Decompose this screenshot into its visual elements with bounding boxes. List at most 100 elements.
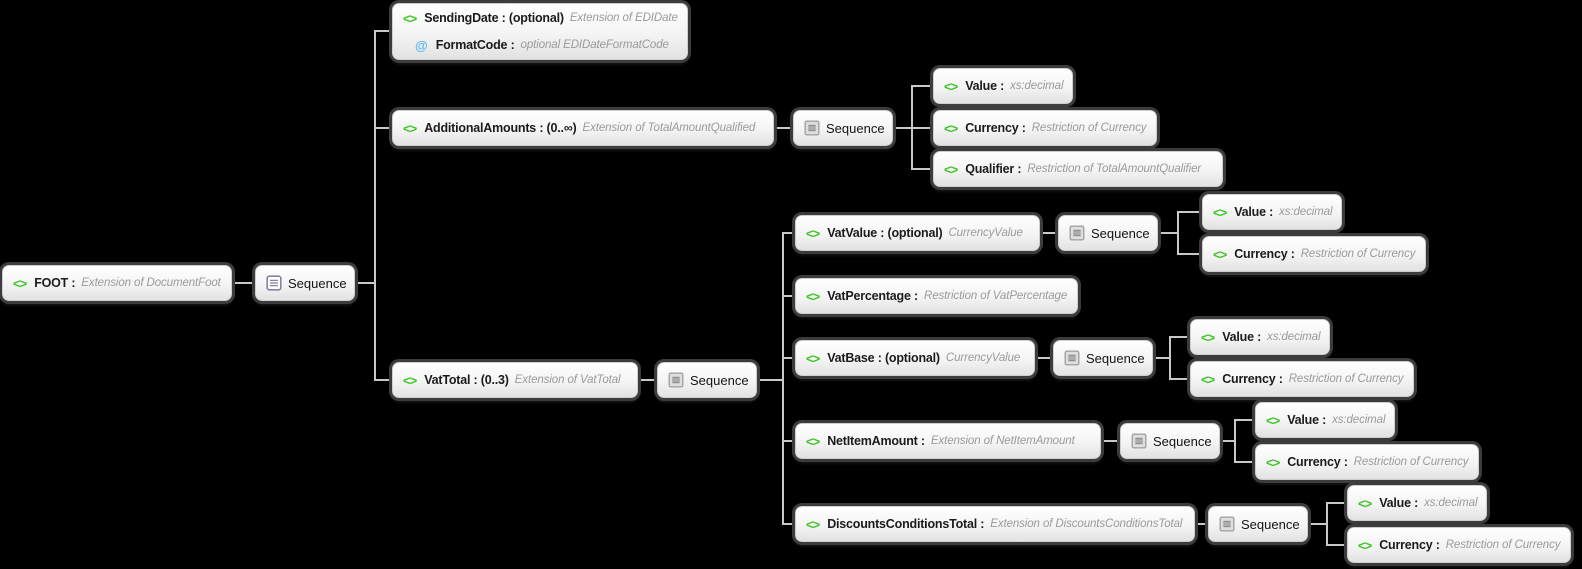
node-additional-amounts-qualifier[interactable]: <> Qualifier : Restriction of TotalAmoun…	[933, 151, 1223, 187]
connector-line	[1040, 232, 1058, 234]
node-label: Sequence	[1241, 516, 1300, 532]
node-type: Restriction of Currency	[1300, 248, 1416, 260]
connector-line	[782, 523, 795, 525]
node-sequence-root[interactable]: Sequence	[255, 265, 355, 301]
node-sequence-additional-amounts[interactable]: Sequence	[793, 110, 893, 146]
connector-line	[911, 85, 933, 87]
node-sequence-vat-base[interactable]: Sequence	[1053, 340, 1153, 376]
connector-line	[374, 127, 392, 129]
node-type: xs:decimal	[1279, 206, 1333, 218]
node-label: Value :	[1379, 496, 1419, 510]
node-vat-value-currency[interactable]: <> Currency : Restriction of Currency	[1202, 236, 1426, 272]
connector-line	[1234, 419, 1255, 421]
sequence-icon	[1069, 225, 1085, 241]
sequence-icon	[266, 275, 282, 291]
node-label: Sequence	[1153, 433, 1212, 449]
node-label: VatPercentage :	[827, 289, 918, 303]
element-icon: <>	[944, 161, 958, 177]
element-icon: <>	[1358, 537, 1372, 553]
node-sending-date[interactable]: <> SendingDate : (optional) Extension of…	[392, 3, 688, 60]
node-sequence-vat-value[interactable]: Sequence	[1058, 215, 1158, 251]
node-type: Extension of EDIDate	[569, 12, 678, 24]
node-additional-amounts-value[interactable]: <> Value : xs:decimal	[933, 68, 1073, 104]
node-net-item-amount[interactable]: <> NetItemAmount : Extension of NetItemA…	[795, 423, 1101, 459]
node-sequence-net-item-amount[interactable]: Sequence	[1120, 423, 1220, 459]
node-label: Currency :	[1222, 372, 1283, 386]
node-label: Currency :	[1234, 247, 1295, 261]
connector-line	[1177, 253, 1202, 255]
node-type: optional EDIDateFormatCode	[520, 39, 669, 51]
connector-line	[782, 232, 784, 525]
sequence-icon	[668, 372, 684, 388]
node-label: Value :	[965, 79, 1005, 93]
connector-line	[1195, 523, 1208, 525]
node-type: Extension of TotalAmountQualified	[582, 122, 756, 134]
connector-line	[782, 295, 795, 297]
node-label: Sequence	[1086, 350, 1145, 366]
element-icon: <>	[1358, 495, 1372, 511]
connector-line	[1177, 211, 1202, 213]
node-vat-base[interactable]: <> VatBase : (optional) CurrencyValue	[795, 340, 1035, 376]
connector-line	[374, 30, 392, 32]
node-type: CurrencyValue	[948, 227, 1023, 239]
connector-line	[1234, 419, 1236, 463]
node-type: xs:decimal	[1424, 497, 1478, 509]
element-icon: <>	[806, 350, 820, 366]
element-icon: <>	[1213, 246, 1227, 262]
connector-line	[1326, 502, 1347, 504]
node-discounts-conditions-total[interactable]: <> DiscountsConditionsTotal : Extension …	[795, 506, 1195, 542]
element-icon: <>	[403, 120, 417, 136]
connector-line	[757, 379, 784, 381]
node-vat-percentage[interactable]: <> VatPercentage : Restriction of VatPer…	[795, 278, 1078, 314]
sequence-icon	[1131, 433, 1147, 449]
node-vat-base-currency[interactable]: <> Currency : Restriction of Currency	[1190, 361, 1414, 397]
node-sequence-vat-total[interactable]: Sequence	[657, 362, 757, 398]
node-label: VatBase : (optional)	[827, 351, 940, 365]
attribute-row[interactable]: @ FormatCode : optional EDIDateFormatCod…	[399, 32, 681, 58]
node-vat-value[interactable]: <> VatValue : (optional) CurrencyValue	[795, 215, 1040, 251]
node-sequence-discounts-conditions-total[interactable]: Sequence	[1208, 506, 1308, 542]
node-discounts-conditions-total-value[interactable]: <> Value : xs:decimal	[1347, 485, 1487, 521]
node-additional-amounts-currency[interactable]: <> Currency : Restriction of Currency	[933, 110, 1157, 146]
node-label: Sequence	[1091, 225, 1150, 241]
node-vat-total[interactable]: <> VatTotal : (0..3) Extension of VatTot…	[392, 362, 638, 398]
connector-line	[374, 379, 392, 381]
node-type: Restriction of TotalAmountQualifier	[1027, 163, 1202, 175]
node-type: Restriction of Currency	[1031, 122, 1147, 134]
connector-line	[1153, 357, 1171, 359]
element-icon: <>	[1266, 412, 1280, 428]
node-discounts-conditions-total-currency[interactable]: <> Currency : Restriction of Currency	[1347, 527, 1571, 563]
connector-line	[893, 127, 933, 129]
node-net-item-amount-value[interactable]: <> Value : xs:decimal	[1255, 402, 1395, 438]
node-vat-base-value[interactable]: <> Value : xs:decimal	[1190, 319, 1330, 355]
connector-line	[782, 357, 795, 359]
node-type: xs:decimal	[1267, 331, 1321, 343]
sequence-icon	[1219, 516, 1235, 532]
element-icon: <>	[944, 120, 958, 136]
connector-line	[1326, 502, 1328, 546]
node-label: Qualifier :	[965, 162, 1022, 176]
attribute-icon: @	[415, 37, 428, 53]
node-vat-value-value[interactable]: <> Value : xs:decimal	[1202, 194, 1342, 230]
node-net-item-amount-currency[interactable]: <> Currency : Restriction of Currency	[1255, 444, 1479, 480]
node-label: Currency :	[1379, 538, 1440, 552]
node-label: Value :	[1287, 413, 1327, 427]
node-additional-amounts[interactable]: <> AdditionalAmounts : (0..∞) Extension …	[392, 110, 774, 146]
connector-line	[1169, 336, 1171, 380]
node-label: FormatCode :	[435, 38, 515, 52]
sequence-icon	[1064, 350, 1080, 366]
node-label: VatValue : (optional)	[827, 226, 943, 240]
connector-line	[230, 282, 255, 284]
connector-line	[1234, 461, 1255, 463]
node-label: Value :	[1234, 205, 1274, 219]
node-type: xs:decimal	[1010, 80, 1064, 92]
connector-line	[1169, 336, 1190, 338]
node-label: DiscountsConditionsTotal :	[827, 517, 985, 531]
node-type: CurrencyValue	[945, 352, 1021, 364]
node-label: Currency :	[1287, 455, 1348, 469]
sequence-icon	[804, 120, 820, 136]
element-icon: <>	[1201, 371, 1215, 387]
connector-line	[911, 168, 933, 170]
node-foot[interactable]: <> FOOT : Extension of DocumentFoot	[2, 265, 232, 301]
